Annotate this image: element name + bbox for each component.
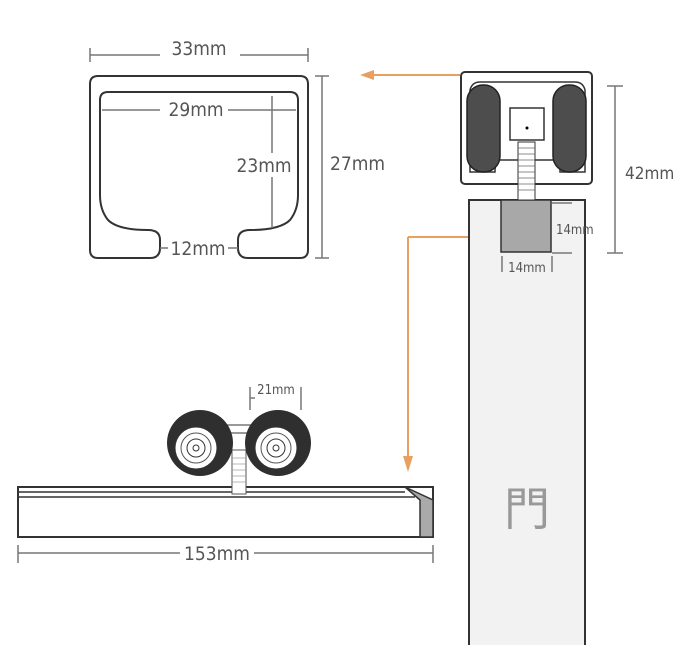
wheel [466, 84, 501, 173]
door-label: 門 [504, 482, 550, 536]
wheel-spacing-label: 21mm [257, 383, 295, 398]
profile-height-label: 27mm [330, 153, 385, 175]
block-height-label: 14mm [556, 223, 594, 238]
arrow-left-icon [360, 70, 374, 80]
track-profile-cross-section: 33mm 29mm 23mm 27mm 12mm [89, 38, 385, 260]
profile-inner-height-label: 23mm [236, 155, 291, 177]
mounting-block [500, 199, 552, 253]
roller-and-track-side-view: 21mm 153mm [17, 383, 434, 565]
reference-arrows [360, 70, 500, 472]
wheel [552, 84, 587, 173]
door: 門 [468, 199, 586, 645]
profile-slot-label: 12mm [170, 238, 225, 260]
hanger-cross-section: 42mm 14mm 14mm [460, 71, 674, 276]
profile-inner-width-label: 29mm [168, 99, 223, 121]
profile-width-label: 33mm [171, 38, 226, 60]
block-width-label: 14mm [508, 261, 546, 276]
hanger-height-label: 42mm [625, 164, 674, 184]
track-length-label: 153mm [184, 543, 250, 565]
arrow-down-icon [403, 456, 413, 472]
track-rail [17, 486, 434, 538]
